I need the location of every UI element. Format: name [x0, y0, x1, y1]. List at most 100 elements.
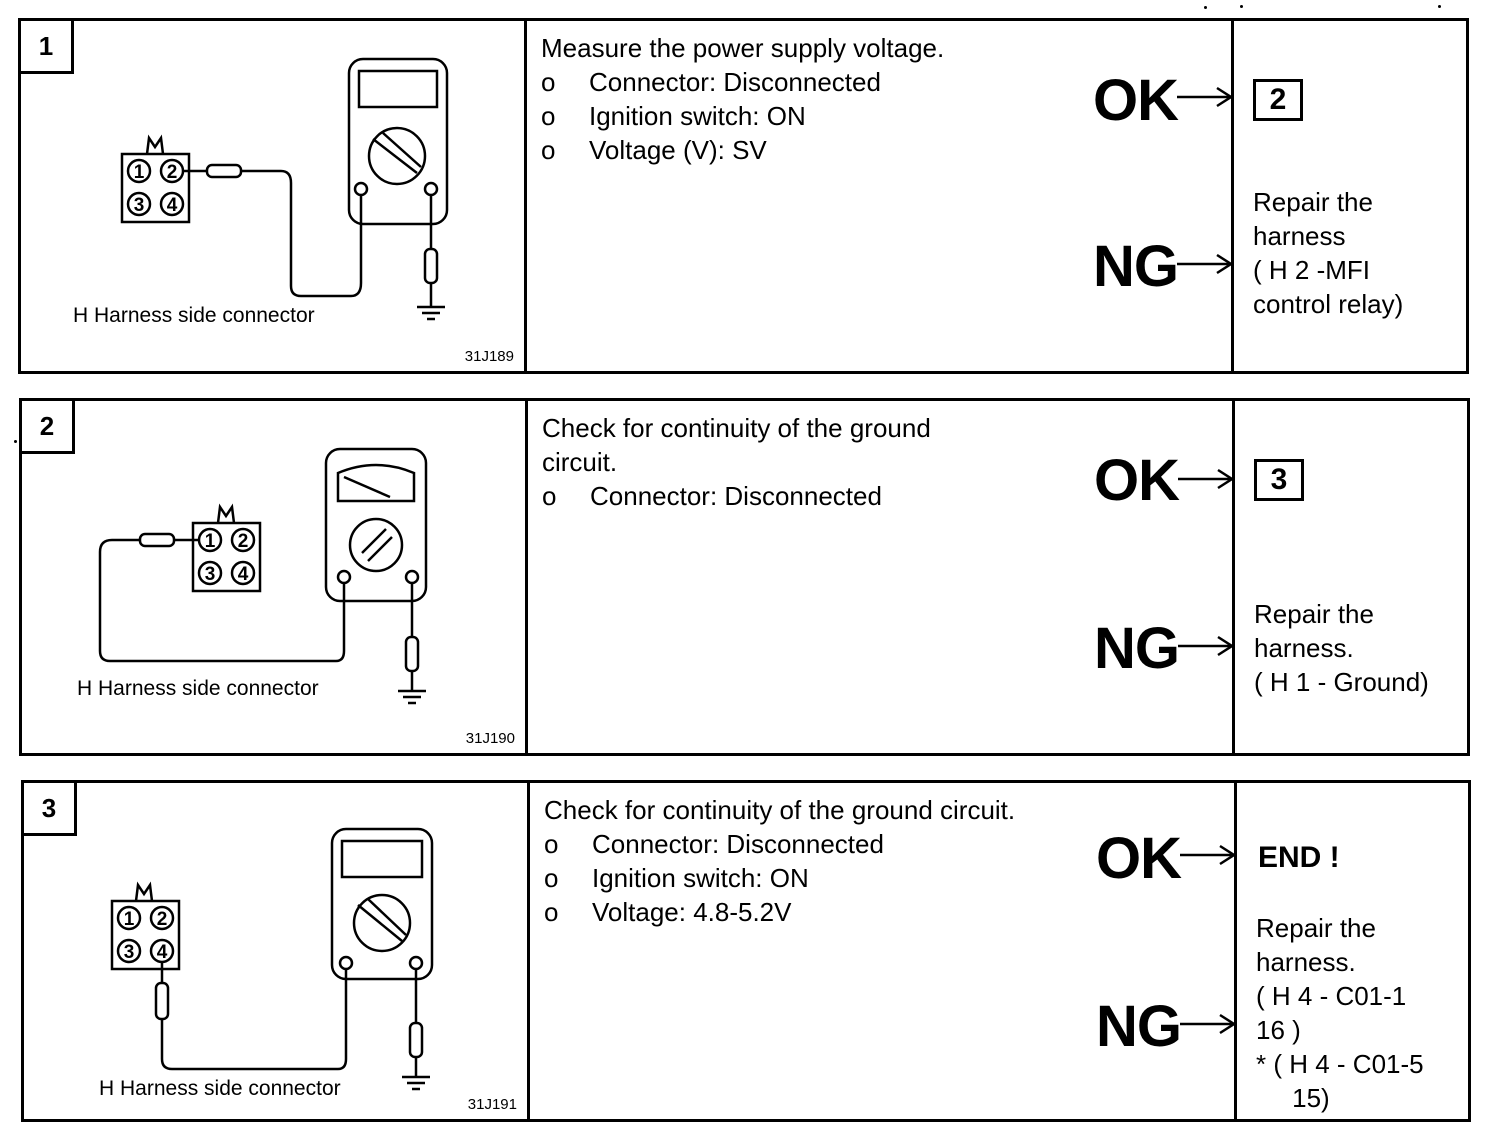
step-heading: Check for continuity of the ground circu…: [544, 795, 1016, 825]
ng-repair-action: Repair the harness. ( H 1 - Ground): [1254, 599, 1429, 697]
pin-label-1: 1: [124, 909, 135, 930]
figure-code: 31J189: [464, 348, 514, 365]
ng-repair-action: Repair the harness. ( H 4 - C01-1 16 ) *…: [1256, 913, 1424, 1113]
test-probe: [154, 981, 170, 1021]
multimeter-terminal-right: [404, 569, 420, 585]
pin-label-1: 1: [134, 162, 145, 183]
pin-label-2: 2: [238, 531, 249, 552]
connector-pin-4: [159, 191, 185, 217]
pin-label-4: 4: [167, 195, 178, 216]
multimeter-display: [357, 69, 439, 109]
step-1-results: 2 Repair the harness ( H 2 -MFI control …: [1231, 21, 1466, 371]
ok-label: OK: [1094, 448, 1180, 513]
pin-label-3: 3: [124, 942, 135, 963]
connector-pin-3: [197, 560, 223, 586]
ng-repair-action: Repair the harness ( H 2 -MFI control re…: [1253, 187, 1404, 319]
multimeter-dial: [367, 126, 427, 186]
ng-arrow-icon: [1178, 635, 1234, 657]
step-2-instructions: Check for continuity of the ground circu…: [528, 401, 1235, 753]
step-heading: Measure the power supply voltage.: [541, 33, 945, 63]
pin-label-2: 2: [167, 162, 178, 183]
step-2-number: 2: [22, 401, 75, 454]
ok-label: OK: [1093, 68, 1179, 133]
step-3-instructions: Check for continuity of the ground circu…: [530, 783, 1237, 1119]
step-3-results: END ! Repair the harness. ( H 4 - C01-1 …: [1234, 783, 1468, 1119]
step-1-number: 1: [21, 21, 74, 74]
connector-pin-1: [126, 158, 152, 184]
test-probe: [138, 532, 176, 548]
scan-speck: [1240, 5, 1243, 8]
step-1-wiring-diagram: 1 2 3 4: [120, 57, 449, 321]
multimeter-terminal-left: [336, 569, 352, 585]
multimeter-dial: [352, 893, 412, 953]
step-2-figure-panel: 2: [22, 401, 528, 753]
figure-code: 31J190: [465, 730, 515, 747]
connector-pin-4: [230, 560, 256, 586]
multimeter-display: [340, 839, 424, 879]
step-3-wiring-diagram: 1 2 3 4: [110, 827, 434, 1091]
ng-label: NG: [1094, 616, 1180, 681]
step-2-wiring-diagram: 1 2 3 4: [98, 447, 428, 705]
step-1-figure-panel: 1: [21, 21, 527, 371]
ok-arrow-icon: [1177, 86, 1233, 108]
pin-label-1: 1: [205, 531, 216, 552]
connector-housing: [110, 899, 181, 971]
test-probe: [205, 163, 243, 179]
step-3-block: 3: [21, 780, 1471, 1122]
connector-label: H Harness side connector: [99, 1077, 341, 1100]
connector-housing: [120, 152, 191, 224]
pin-label-3: 3: [134, 195, 145, 216]
multimeter-terminal-right: [408, 955, 424, 971]
ng-arrow-icon: [1177, 253, 1233, 275]
connector-label: H Harness side connector: [77, 677, 319, 700]
step-heading: Check for continuity of the ground circu…: [542, 413, 931, 477]
scan-speck: [1438, 5, 1441, 8]
multimeter-body: [347, 57, 449, 226]
end-label: END !: [1258, 841, 1340, 874]
multimeter-dial: [348, 517, 404, 573]
ok-label: OK: [1096, 826, 1182, 891]
connector-pin-2: [230, 527, 256, 553]
connector-pin-3: [126, 191, 152, 217]
connector-label: H Harness side connector: [73, 304, 315, 327]
connector-housing: [191, 521, 262, 593]
connector-pin-1: [197, 527, 223, 553]
pin-label-3: 3: [205, 564, 216, 585]
figure-code: 31J191: [467, 1096, 517, 1113]
step-3-number: 3: [24, 783, 77, 836]
connector-pin-1: [116, 905, 142, 931]
ng-label: NG: [1093, 234, 1179, 299]
ground-probe: [404, 635, 420, 673]
multimeter-body: [324, 447, 428, 603]
multimeter-scale: [336, 463, 416, 503]
multimeter-terminal-left: [353, 181, 369, 197]
scan-speck: [14, 440, 17, 443]
scan-speck: [1204, 6, 1207, 9]
connector-pin-2: [159, 158, 185, 184]
ground-probe: [408, 1021, 424, 1059]
connector-pin-3: [116, 938, 142, 964]
next-step-ref[interactable]: 3: [1254, 459, 1304, 501]
step-3-figure-panel: 3: [24, 783, 530, 1119]
connector-pin-2: [149, 905, 175, 931]
ok-arrow-icon: [1178, 468, 1234, 490]
step-2-results: 3 Repair the harness. ( H 1 - Ground): [1232, 401, 1467, 753]
ng-arrow-icon: [1180, 1013, 1236, 1035]
pin-label-2: 2: [157, 909, 168, 930]
step-1-block: 1: [18, 18, 1469, 374]
pin-label-4: 4: [238, 564, 249, 585]
pin-label-4: 4: [157, 942, 168, 963]
multimeter-body: [330, 827, 434, 981]
step-2-block: 2: [19, 398, 1470, 756]
ground-probe: [423, 247, 439, 285]
next-step-ref[interactable]: 2: [1253, 79, 1303, 121]
ok-arrow-icon: [1180, 844, 1236, 866]
